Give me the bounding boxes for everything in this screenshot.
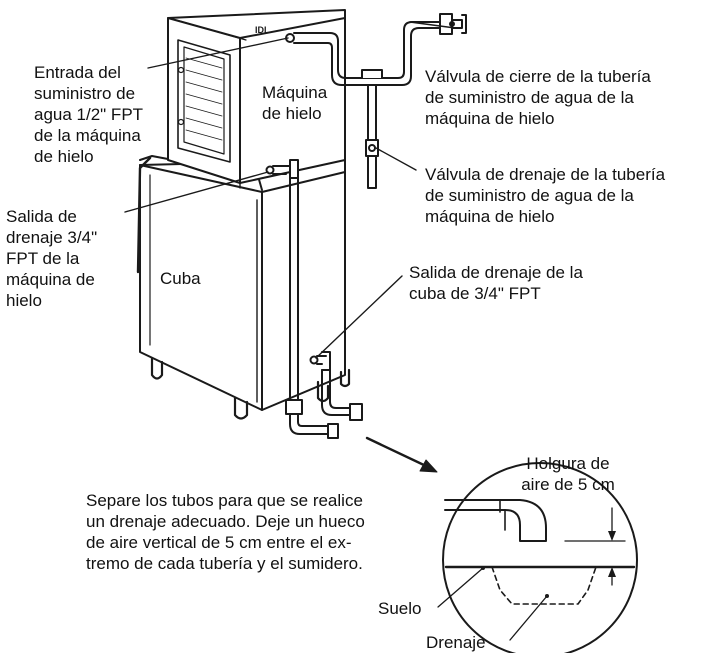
leader-lines — [124, 21, 456, 359]
label-drain-valve: Válvula de drenaje de la tubería de sumi… — [425, 165, 666, 226]
label-water-inlet: Entrada del suministro de agua 1/2" FPT … — [34, 63, 144, 166]
ice-machine-drain-line — [265, 159, 339, 439]
label-bin-drain-outlet: Salida de drenaje de la cuba de 3/4" FPT — [409, 263, 583, 303]
supply-drain-valve — [365, 139, 379, 189]
label-floor: Suelo — [378, 599, 422, 618]
air-gap-detail — [437, 462, 638, 653]
detail-arrow — [365, 436, 438, 473]
water-supply-line — [285, 13, 467, 141]
label-air-gap: Holgura de aire de 5 cm — [521, 454, 615, 494]
installation-note: Separe los tubos para que se realice un … — [86, 491, 365, 573]
label-drain: Drenaje — [426, 633, 486, 652]
label-shutoff-valve: Válvula de cierre de la tubería de sumin… — [425, 67, 651, 128]
ice-machine-unit: IDL — [167, 9, 346, 189]
label-machine-drain-outlet: Salida de drenaje 3/4" FPT de la máquina… — [6, 207, 98, 310]
svg-text:IDL: IDL — [255, 25, 270, 35]
bin-cabinet — [136, 155, 346, 411]
label-bin: Cuba — [160, 269, 201, 288]
label-ice-machine: Máquina de hielo — [262, 83, 328, 123]
